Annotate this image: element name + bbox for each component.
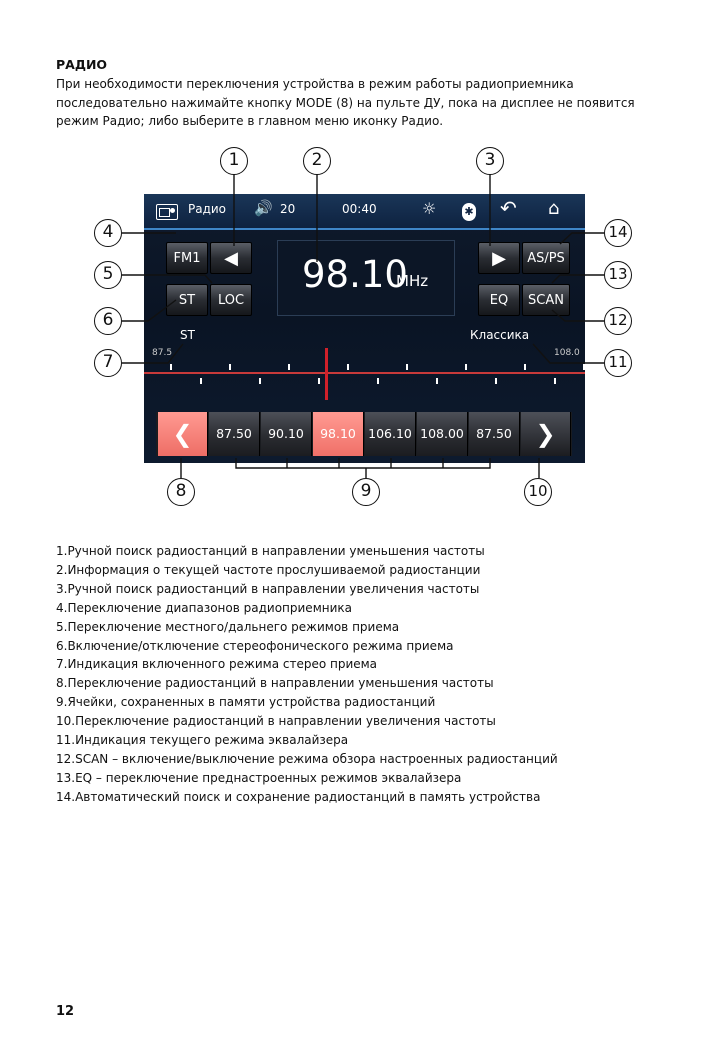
callout-12: 12 xyxy=(604,307,632,335)
preset-cell[interactable]: 90.10 xyxy=(261,412,312,456)
legend-item: 4.Переключение диапазонов радиоприемника xyxy=(56,600,352,615)
scale-tick xyxy=(494,378,497,384)
eq-button[interactable]: EQ xyxy=(478,284,520,316)
legend-item: 10.Переключение радиостанций в направлен… xyxy=(56,714,496,729)
stereo-indicator: ST xyxy=(180,328,195,342)
legend-item: 13.EQ – переключение преднастроенных реж… xyxy=(56,770,462,785)
legend-item: 6.Включение/отключение стереофонического… xyxy=(56,638,454,653)
preset-cell-active[interactable]: 98.10 xyxy=(313,412,364,456)
callout-14: 14 xyxy=(604,219,632,247)
legend-item: 7.Индикация включенного режима стерео пр… xyxy=(56,657,378,672)
frequency-value: 98.10 xyxy=(302,253,408,296)
page-number: 12 xyxy=(56,1004,75,1019)
status-bar: Радио 🔊 20 00:40 ☼ ✱ ↶ ⌂ xyxy=(144,194,585,230)
scale-tick xyxy=(583,364,585,370)
scale-tick xyxy=(553,378,556,384)
scale-tick xyxy=(465,364,467,370)
scale-tick xyxy=(524,364,526,370)
brightness-icon[interactable]: ☼ xyxy=(422,199,437,218)
callout-11: 11 xyxy=(604,349,632,377)
callout-7: 7 xyxy=(94,349,122,377)
legend-list: 1.Ручной поиск радиостанций в направлени… xyxy=(56,542,558,807)
clock: 00:40 xyxy=(342,202,377,216)
scale-tick xyxy=(288,364,290,370)
scale-tick xyxy=(376,378,379,384)
preset-cell[interactable]: 108.00 xyxy=(417,412,468,456)
legend-item: 14.Автоматический поиск и сохранение рад… xyxy=(56,789,541,804)
scale-tick xyxy=(229,364,231,370)
tuning-needle xyxy=(325,348,328,400)
bluetooth-icon[interactable]: ✱ xyxy=(462,203,476,221)
legend-item: 5.Переключение местного/дальнего режимов… xyxy=(56,619,400,634)
prev-station-button[interactable]: ❮ xyxy=(158,412,208,456)
home-icon[interactable]: ⌂ xyxy=(548,198,560,219)
band-button[interactable]: FM1 xyxy=(166,242,208,274)
legend-item: 2.Информация о текущей частоте прослушив… xyxy=(56,562,481,577)
callout-4: 4 xyxy=(94,219,122,247)
tuning-scale[interactable] xyxy=(144,372,585,374)
scale-max-label: 108.0 xyxy=(554,348,580,358)
preset-cell[interactable]: 87.50 xyxy=(209,412,260,456)
intro-line: При необходимости переключения устройств… xyxy=(56,77,574,91)
loc-button[interactable]: LOC xyxy=(210,284,252,316)
callout-2: 2 xyxy=(303,147,331,175)
callout-10: 10 xyxy=(524,478,552,506)
intro-text: При необходимости переключения устройств… xyxy=(56,75,666,131)
scale-min-label: 87.5 xyxy=(152,348,173,358)
section-title: РАДИО xyxy=(56,57,108,72)
scale-tick xyxy=(406,364,408,370)
intro-line: режим Радио; либо выберите в главном мен… xyxy=(56,114,444,128)
callout-3: 3 xyxy=(476,147,504,175)
scale-tick xyxy=(170,364,172,370)
scale-tick xyxy=(347,364,349,370)
mode-label: Радио xyxy=(188,202,227,216)
callout-1: 1 xyxy=(220,147,248,175)
callout-13: 13 xyxy=(604,261,632,289)
volume-icon[interactable]: 🔊 xyxy=(254,199,273,217)
legend-item: 12.SCAN – включение/выключение режима об… xyxy=(56,751,558,766)
callout-5: 5 xyxy=(94,261,122,289)
scale-tick xyxy=(435,378,438,384)
frequency-display xyxy=(277,240,455,316)
st-button[interactable]: ST xyxy=(166,284,208,316)
legend-item: 9.Ячейки, сохраненных в памяти устройств… xyxy=(56,695,436,710)
scale-tick xyxy=(258,378,261,384)
radio-screen: Радио 🔊 20 00:40 ☼ ✱ ↶ ⌂ FM1 ◀ ST LOC 98… xyxy=(144,194,585,463)
callout-6: 6 xyxy=(94,307,122,335)
frequency-unit: MHz xyxy=(396,272,429,290)
legend-item: 1.Ручной поиск радиостанций в направлени… xyxy=(56,544,485,558)
next-station-button[interactable]: ❯ xyxy=(521,412,571,456)
scale-tick xyxy=(199,378,202,384)
legend-item: 8.Переключение радиостанций в направлени… xyxy=(56,676,494,691)
seek-down-button[interactable]: ◀ xyxy=(210,242,252,274)
intro-line: последовательно нажимайте кнопку MODE (8… xyxy=(56,95,635,110)
preset-cell[interactable]: 106.10 xyxy=(365,412,416,456)
radio-icon xyxy=(156,204,178,220)
asps-button[interactable]: AS/PS xyxy=(522,242,570,274)
callout-8: 8 xyxy=(167,478,195,506)
preset-cell[interactable]: 87.50 xyxy=(469,412,520,456)
scan-button[interactable]: SCAN xyxy=(522,284,570,316)
eq-mode-indicator: Классика xyxy=(470,328,530,342)
legend-item: 11.Индикация текущего режима эквалайзера xyxy=(56,733,349,748)
volume-level: 20 xyxy=(280,202,296,216)
scale-tick xyxy=(317,378,320,384)
legend-item: 3.Ручной поиск радиостанций в направлени… xyxy=(56,581,480,596)
callout-9: 9 xyxy=(352,478,380,506)
back-icon[interactable]: ↶ xyxy=(500,196,517,220)
seek-up-button[interactable]: ▶ xyxy=(478,242,520,274)
